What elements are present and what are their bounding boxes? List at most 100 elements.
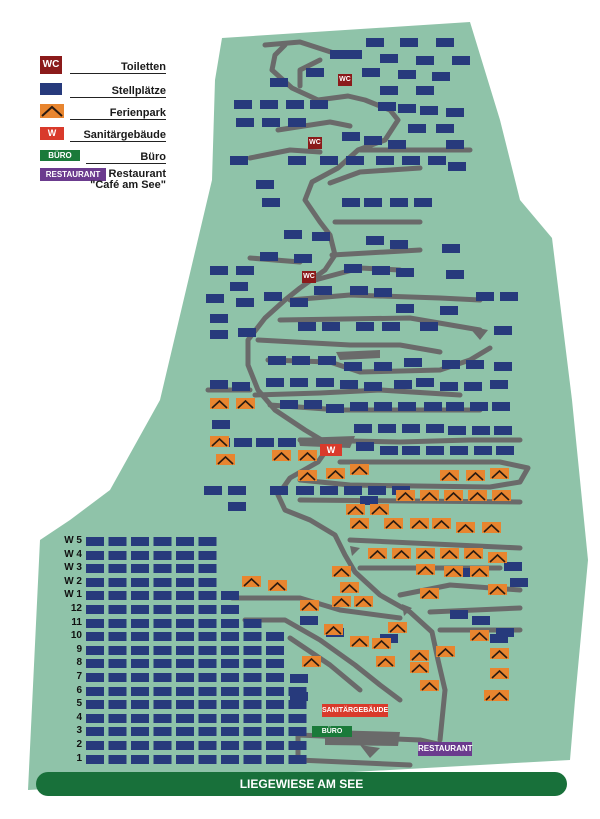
pitch[interactable] [450, 446, 468, 455]
pitch[interactable] [288, 714, 307, 723]
holiday-park-hut[interactable] [420, 680, 439, 691]
holiday-park-hut[interactable] [350, 518, 369, 529]
sanitary-building-marker[interactable]: SANITÄRGEBÄUDE [322, 704, 388, 717]
pitch[interactable] [86, 646, 104, 655]
pitch[interactable] [448, 162, 466, 171]
pitch[interactable] [344, 486, 362, 495]
pitch[interactable] [436, 124, 454, 133]
holiday-park-hut[interactable] [492, 490, 511, 501]
pitch[interactable] [176, 632, 194, 641]
holiday-park-hut[interactable] [242, 576, 261, 587]
pitch[interactable] [204, 486, 222, 495]
pitch[interactable] [256, 438, 274, 447]
pitch[interactable] [153, 727, 172, 736]
pitch[interactable] [176, 591, 194, 600]
pitch[interactable] [394, 380, 412, 389]
holiday-park-hut[interactable] [388, 622, 407, 633]
pitch[interactable] [228, 502, 246, 511]
pitch[interactable] [131, 605, 149, 614]
pitch[interactable] [236, 266, 254, 275]
pitch[interactable] [414, 198, 432, 207]
pitch[interactable] [292, 356, 310, 365]
holiday-park-hut[interactable] [302, 656, 321, 667]
pitch[interactable] [262, 118, 280, 127]
pitch[interactable] [131, 700, 149, 709]
pitch[interactable] [374, 402, 392, 411]
pitch[interactable] [362, 68, 380, 77]
pitch[interactable] [398, 104, 416, 113]
pitch[interactable] [356, 322, 374, 331]
pitch[interactable] [364, 198, 382, 207]
pitch[interactable] [153, 714, 172, 723]
pitch[interactable] [474, 446, 492, 455]
holiday-park-hut[interactable] [420, 588, 439, 599]
pitch[interactable] [342, 132, 360, 141]
holiday-park-hut[interactable] [410, 650, 429, 661]
pitch[interactable] [243, 659, 262, 668]
pitch[interactable] [496, 628, 514, 637]
pitch[interactable] [198, 564, 217, 573]
lawn-bar[interactable]: LIEGEWIESE AM SEE [36, 772, 567, 796]
pitch[interactable] [316, 378, 334, 387]
holiday-park-hut[interactable] [300, 600, 319, 611]
holiday-park-hut[interactable] [488, 584, 507, 595]
holiday-park-hut[interactable] [268, 580, 287, 591]
pitch[interactable] [344, 50, 362, 59]
holiday-park-hut[interactable] [354, 596, 373, 607]
holiday-park-hut[interactable] [420, 490, 439, 501]
pitch[interactable] [398, 70, 416, 79]
holiday-park-hut[interactable] [236, 398, 255, 409]
pitch[interactable] [404, 358, 422, 367]
pitch[interactable] [86, 700, 104, 709]
pitch[interactable] [86, 537, 104, 546]
holiday-park-hut[interactable] [272, 450, 291, 461]
pitch[interactable] [86, 741, 104, 750]
pitch[interactable] [131, 755, 149, 764]
holiday-park-hut[interactable] [440, 548, 459, 559]
holiday-park-hut[interactable] [444, 566, 463, 577]
holiday-park-hut[interactable] [346, 504, 365, 515]
pitch[interactable] [230, 156, 248, 165]
pitch[interactable] [372, 266, 390, 275]
pitch[interactable] [131, 619, 149, 628]
pitch[interactable] [290, 378, 308, 387]
pitch[interactable] [476, 292, 494, 301]
pitch[interactable] [221, 673, 239, 682]
holiday-park-hut[interactable] [372, 638, 391, 649]
pitch[interactable] [221, 591, 239, 600]
pitch[interactable] [402, 446, 420, 455]
holiday-park-hut[interactable] [490, 648, 509, 659]
pitch[interactable] [402, 424, 420, 433]
pitch[interactable] [366, 236, 384, 245]
holiday-park-hut[interactable] [456, 522, 475, 533]
pitch[interactable] [280, 400, 298, 409]
pitch[interactable] [131, 632, 149, 641]
pitch[interactable] [268, 356, 286, 365]
pitch[interactable] [198, 591, 217, 600]
pitch[interactable] [288, 700, 307, 709]
pitch[interactable] [470, 402, 488, 411]
pitch[interactable] [221, 619, 239, 628]
pitch[interactable] [198, 687, 217, 696]
pitch[interactable] [131, 646, 149, 655]
holiday-park-hut[interactable] [470, 566, 489, 577]
pitch[interactable] [221, 605, 239, 614]
pitch[interactable] [492, 402, 510, 411]
pitch[interactable] [86, 727, 104, 736]
pitch[interactable] [440, 382, 458, 391]
pitch[interactable] [221, 687, 239, 696]
pitch[interactable] [221, 741, 239, 750]
pitch[interactable] [436, 38, 454, 47]
pitch[interactable] [236, 298, 254, 307]
pitch[interactable] [86, 632, 104, 641]
pitch[interactable] [108, 659, 127, 668]
sanitary-marker[interactable]: W [320, 444, 342, 456]
pitch[interactable] [198, 755, 217, 764]
pitch[interactable] [131, 537, 149, 546]
holiday-park-hut[interactable] [210, 398, 229, 409]
pitch[interactable] [108, 537, 127, 546]
pitch[interactable] [364, 136, 382, 145]
pitch[interactable] [108, 755, 127, 764]
holiday-park-hut[interactable] [216, 454, 235, 465]
pitch[interactable] [380, 446, 398, 455]
